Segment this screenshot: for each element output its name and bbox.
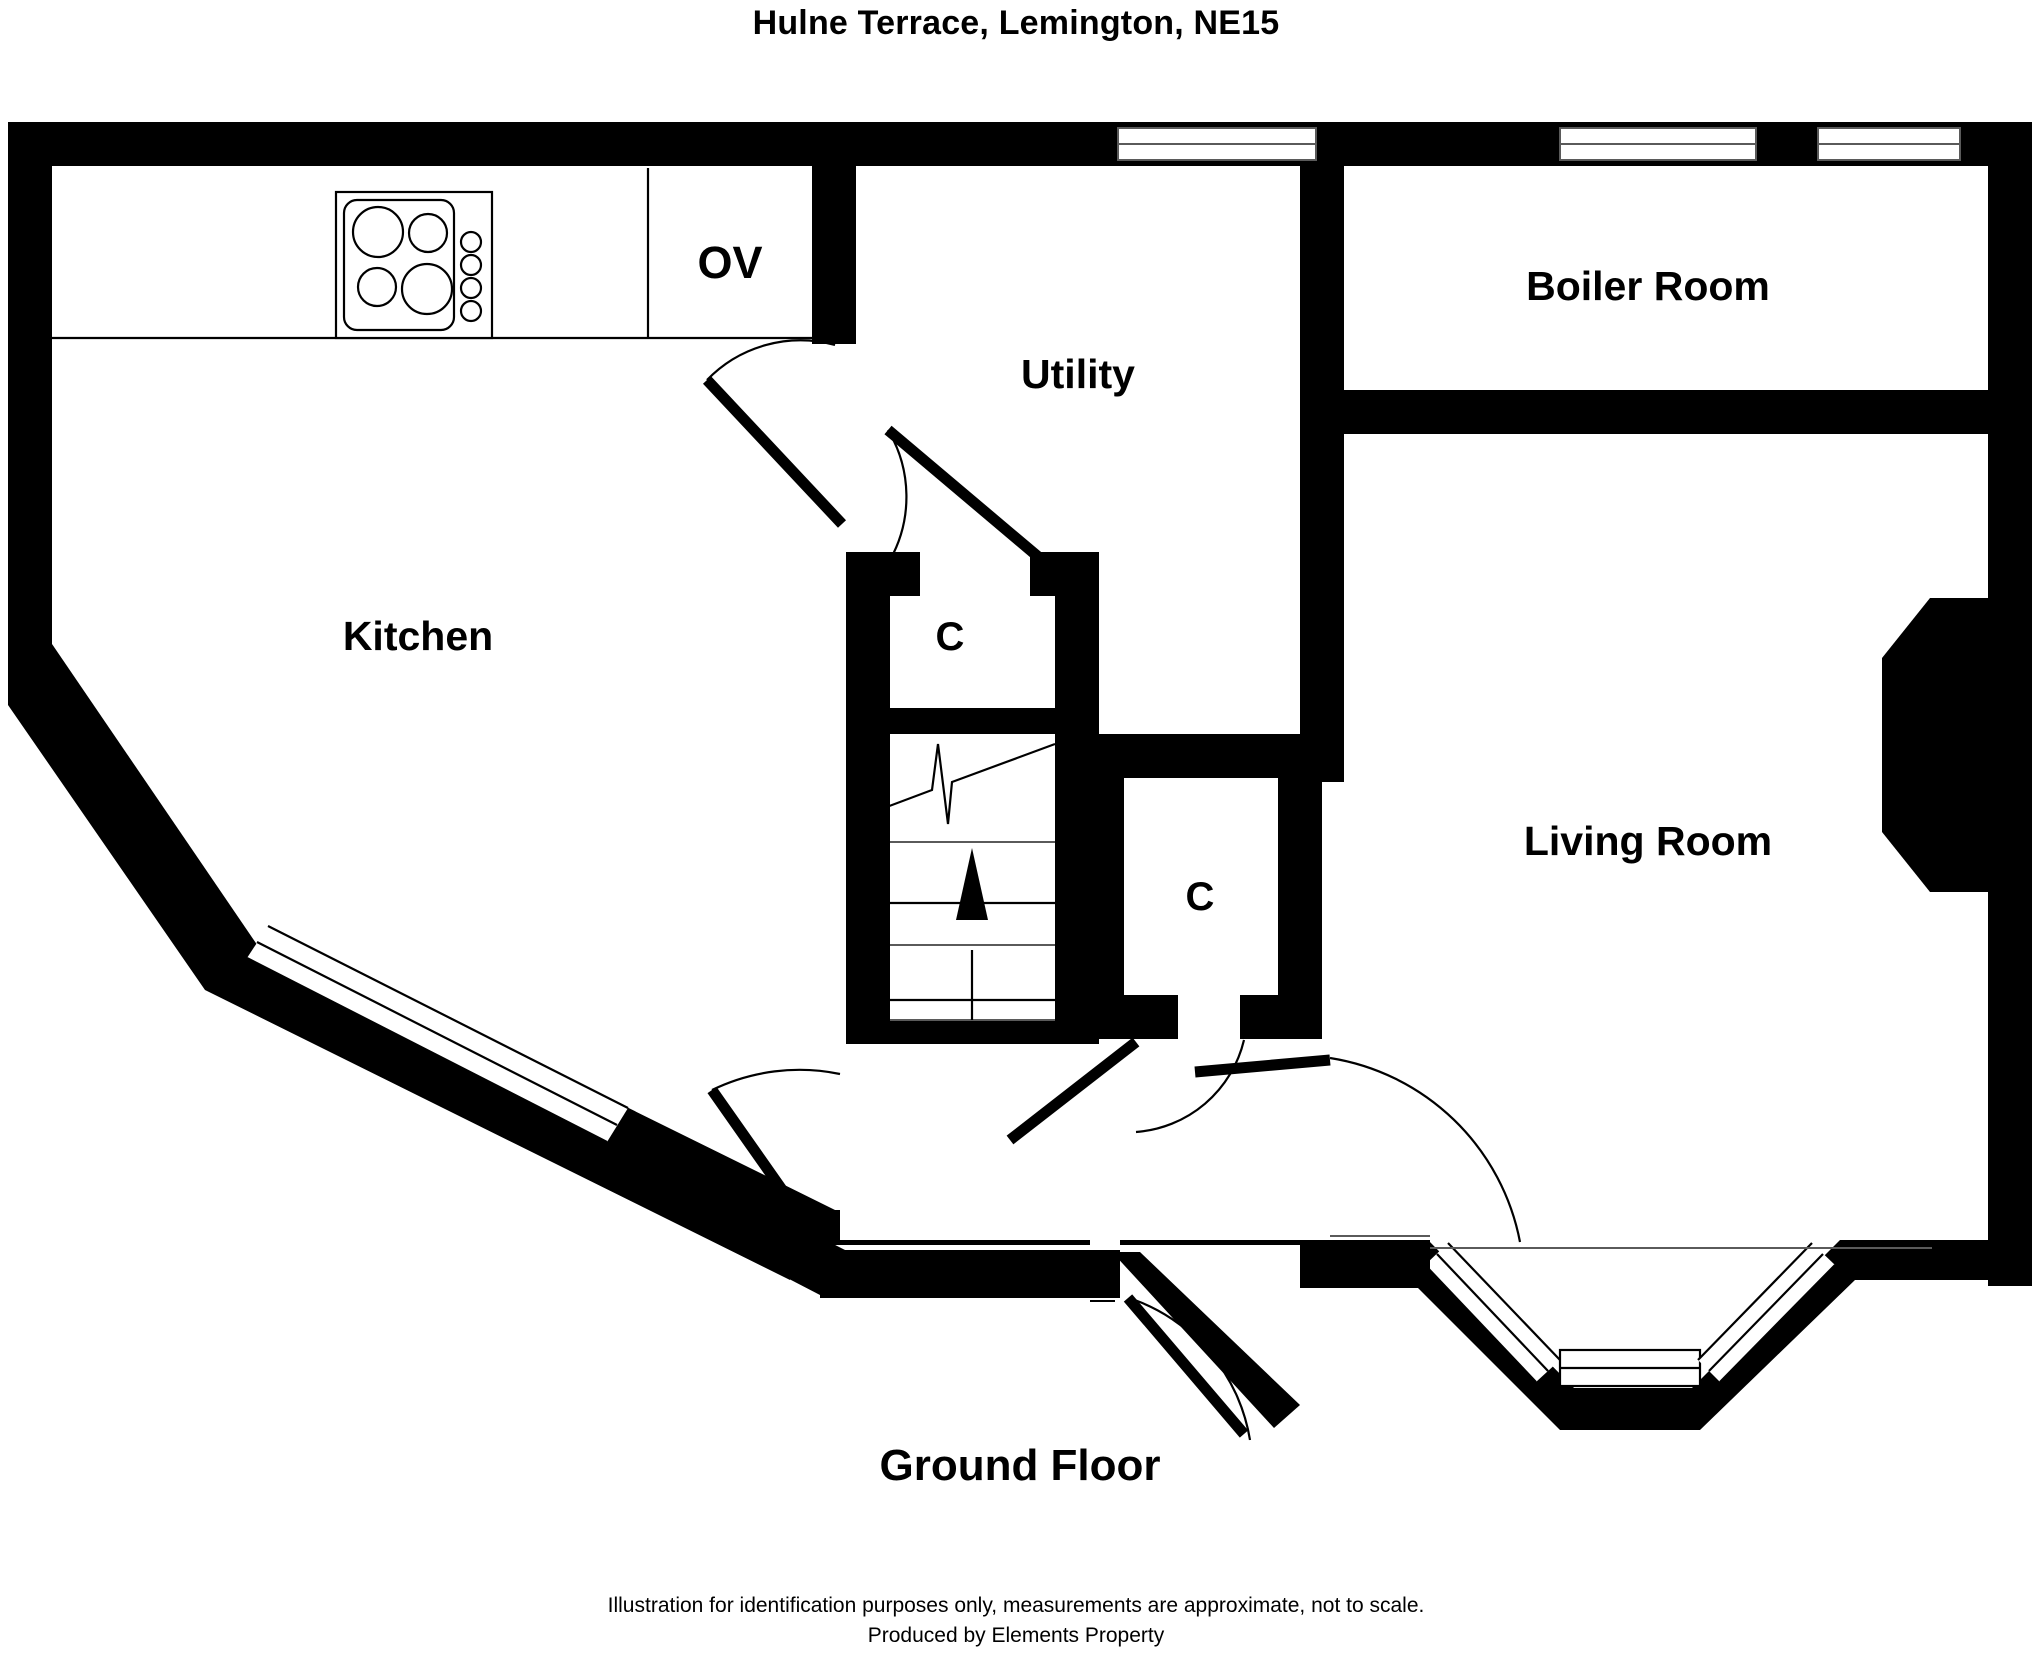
hob-appliance [334, 190, 494, 340]
window-group-top [1117, 127, 1961, 161]
hob-knob-3 [459, 276, 483, 300]
room-label-utility: Utility [1021, 351, 1135, 397]
cupboard-label-lower: C [1186, 875, 1215, 919]
stairs [851, 742, 1056, 1021]
window-bay-living-room [1330, 1242, 1932, 1388]
internal-walls [812, 166, 1992, 1428]
room-label-living-room: Living Room [1524, 818, 1772, 864]
cupboard-label-upper: C [936, 615, 965, 659]
wall-mid-horizontal [1099, 734, 1317, 778]
room-label-kitchen: Kitchen [343, 613, 493, 659]
wall-boiler-south [1300, 390, 1992, 434]
window-kitchen-diagonal [246, 925, 629, 1143]
wall-hall-south [820, 1250, 1120, 1298]
window-top-3 [1817, 127, 1961, 161]
wall-stairs-west [846, 734, 890, 1044]
stairs-up-arrow [956, 848, 988, 920]
wall-cupboard2-south-right [1240, 995, 1322, 1039]
room-labels: Kitchen Utility Boiler Room Living Room … [343, 237, 1772, 1490]
hob-burner-3 [356, 266, 398, 308]
hob-knob-2 [459, 253, 483, 277]
wall-utility-boiler-upper [1300, 166, 1344, 396]
disclaimer-line-1: Illustration for identification purposes… [607, 1594, 1425, 1617]
page-title: Hulne Terrace, Lemington, NE15 [752, 4, 1280, 42]
hob-burner-1 [351, 205, 405, 259]
hob-knob-4 [459, 299, 483, 323]
wall-hall-diagonal [1112, 1252, 1300, 1428]
wall-cupboard1-south [846, 708, 1099, 734]
oven-label: OV [697, 237, 762, 288]
wall-cupboard2-west [1080, 778, 1124, 1018]
wall-living-sw-stub [1300, 1240, 1430, 1288]
door-cupboard-lower [1006, 1037, 1246, 1145]
room-label-boiler-room: Boiler Room [1526, 263, 1770, 309]
wall-stairs-south [846, 1020, 1099, 1044]
wall-boiler-west [1300, 390, 1344, 782]
wall-kitchen-utility [812, 166, 856, 344]
doors [702, 339, 1522, 1441]
door-cupboard-upper [884, 425, 1046, 565]
wall-cupboard2-east [1278, 778, 1322, 1018]
producer-credit: Produced by Elements Property [867, 1624, 1165, 1647]
hob-knob-1 [459, 230, 483, 254]
wall-cupboard2-south-left [1080, 995, 1178, 1039]
window-top-1 [1117, 127, 1317, 161]
interior-fill [52, 166, 1988, 1388]
hob-burner-4 [400, 262, 454, 316]
window-top-2 [1559, 127, 1757, 161]
door-hall-living [1194, 1054, 1522, 1243]
wall-cupboard1-north-left [846, 552, 920, 596]
floor-label: Ground Floor [879, 1441, 1160, 1490]
door-hall-kitchen [707, 1068, 841, 1262]
door-entrance [1123, 1294, 1252, 1441]
door-kitchen-utility [702, 339, 847, 528]
hob-burner-2 [407, 212, 449, 254]
